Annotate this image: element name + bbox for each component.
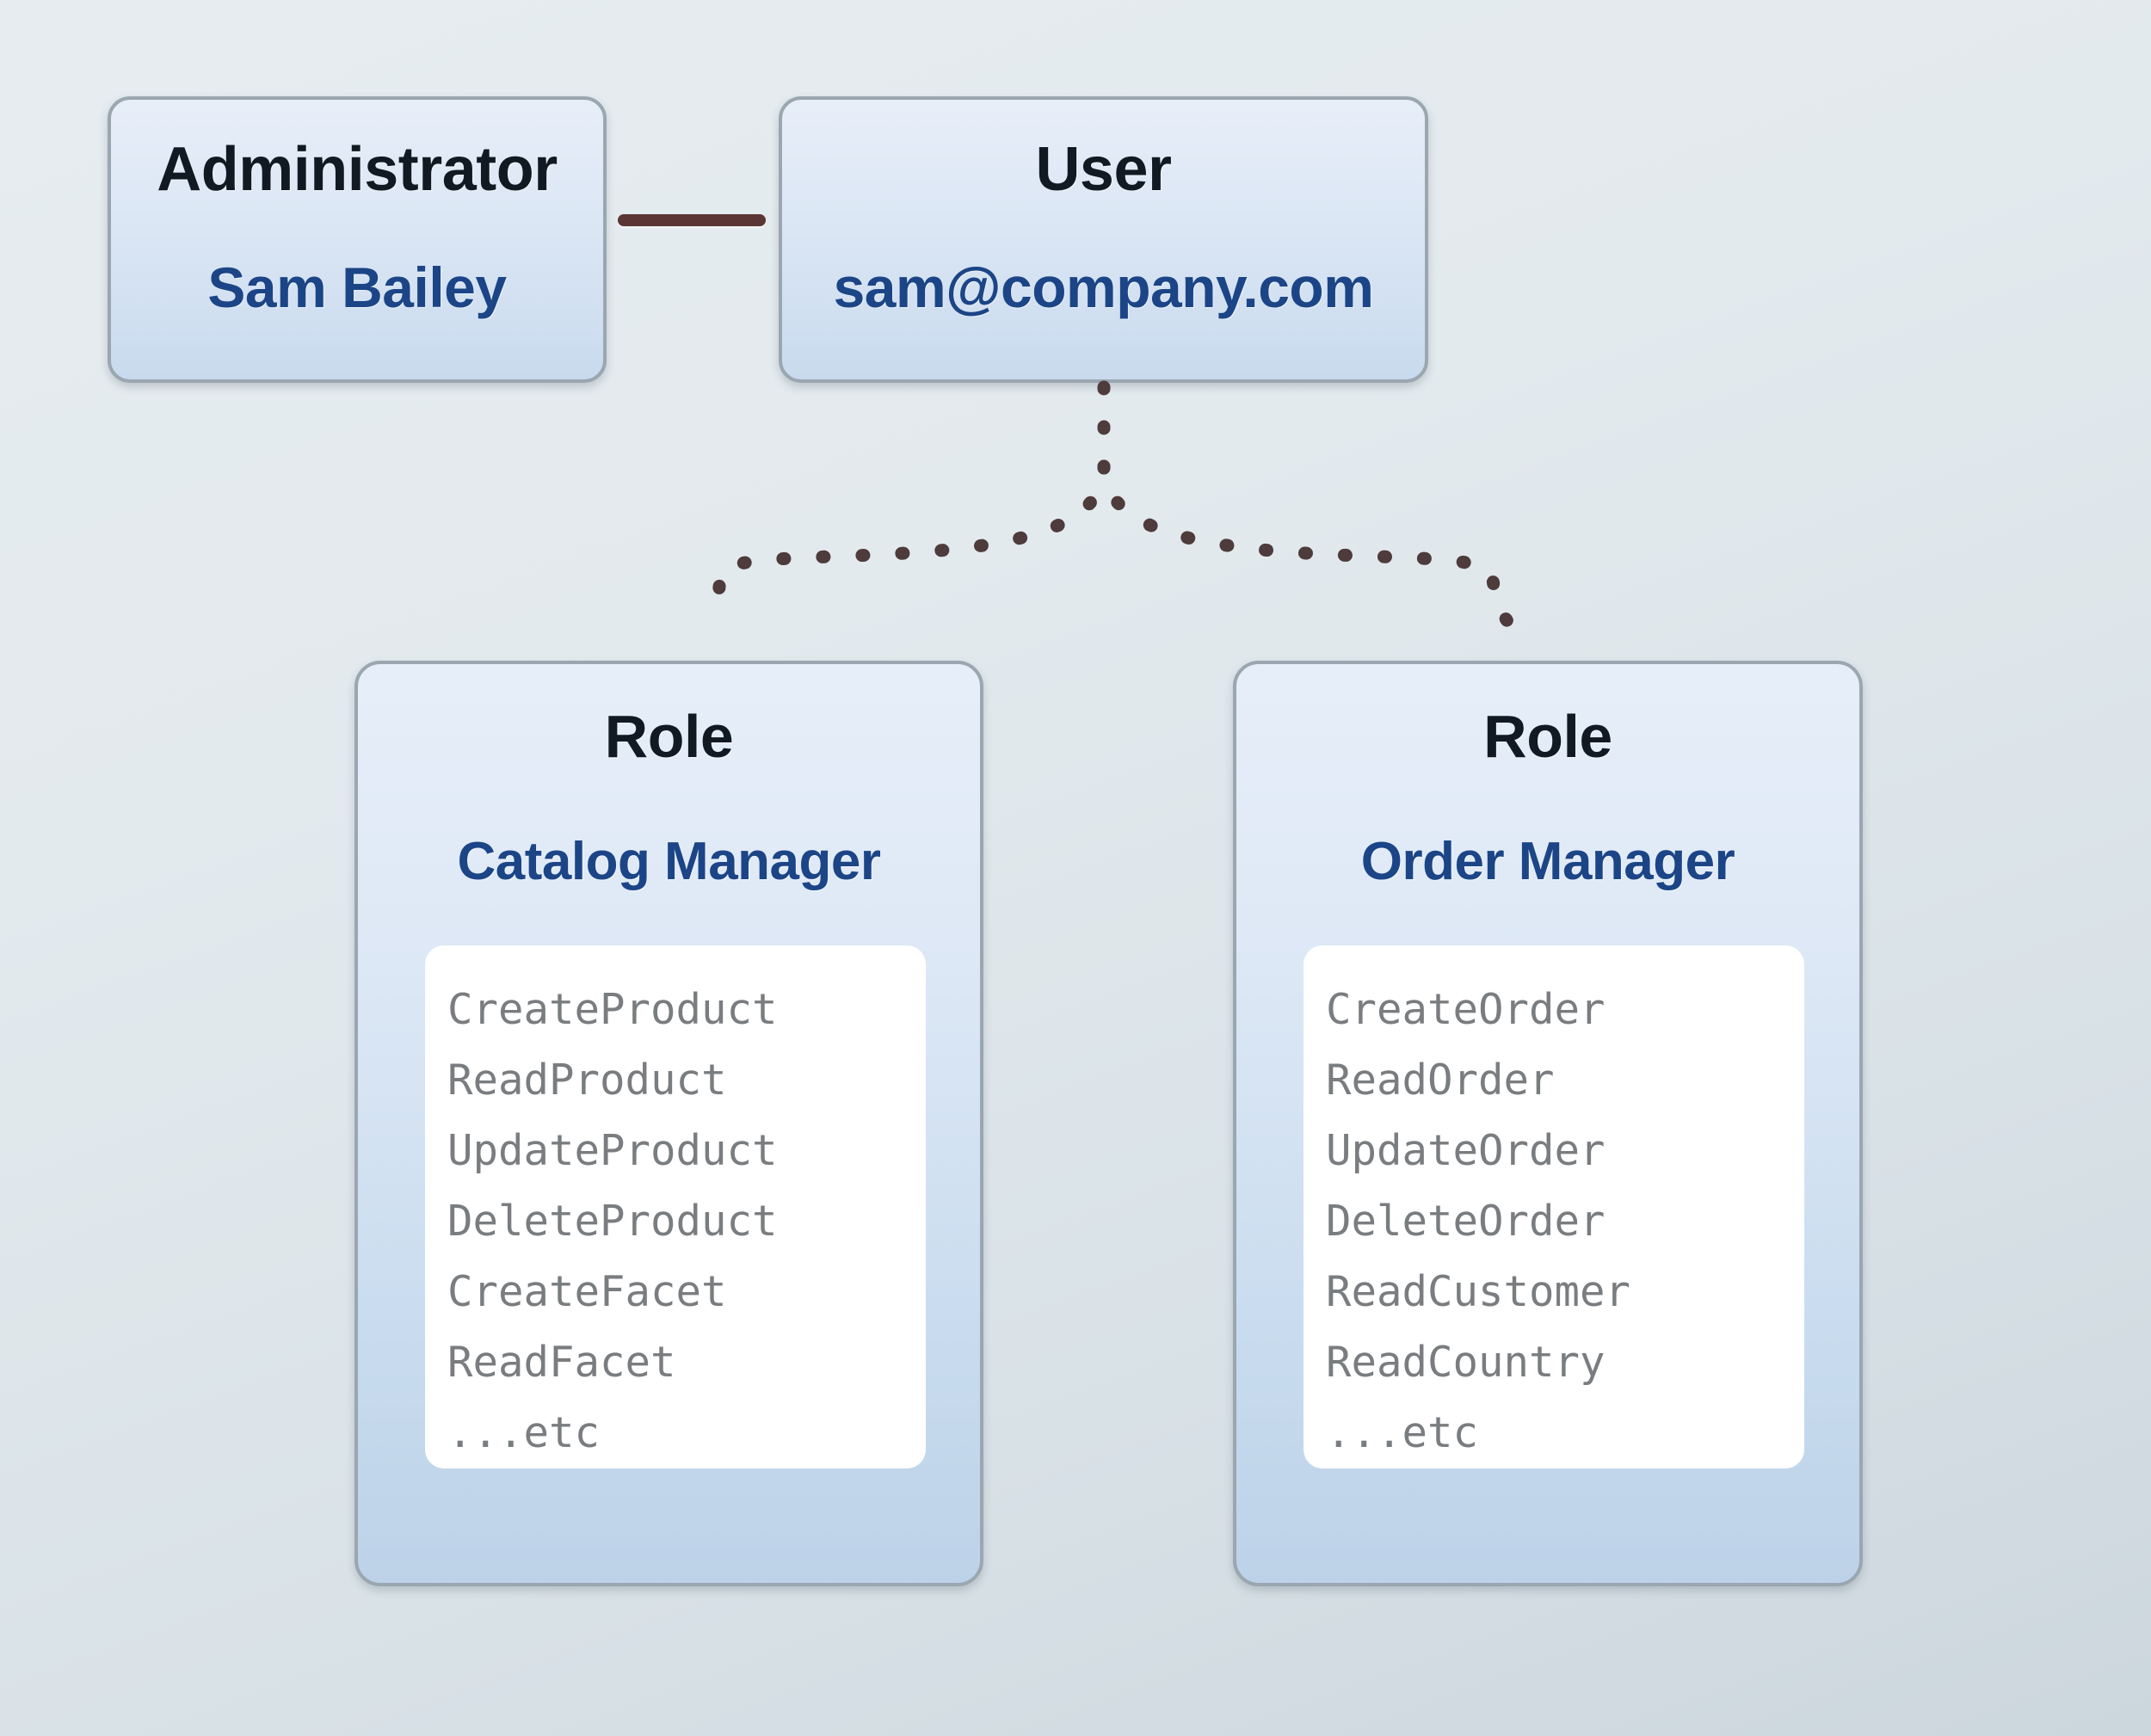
role-catalog-type-label: Role [604, 703, 734, 770]
role-order-type-label: Role [1483, 703, 1612, 770]
role-catalog-value-label: Catalog Manager [457, 832, 881, 891]
role-order-value-label: Order Manager [1360, 832, 1735, 891]
catalog-permission-item: ...etc [447, 1408, 601, 1457]
user-type-label: User [1035, 135, 1172, 204]
administrator-value-label: Sam Bailey [207, 255, 507, 319]
connector-branch-left [700, 459, 1111, 628]
user-roles-dotted-connector [700, 380, 1514, 628]
administrator-user-connector [618, 214, 766, 226]
administrator-type-label: Administrator [157, 135, 558, 204]
order-permission-item: ReadCountry [1326, 1338, 1606, 1387]
catalog-permission-item: CreateFacet [447, 1267, 727, 1316]
order-permission-item: ...etc [1326, 1408, 1479, 1457]
order-permission-item: UpdateOrder [1326, 1126, 1606, 1175]
order-permission-item: CreateOrder [1326, 985, 1606, 1034]
catalog-permission-item: ReadProduct [447, 1056, 727, 1105]
catalog-permission-item: DeleteProduct [447, 1197, 778, 1246]
catalog-permission-item: ReadFacet [447, 1338, 676, 1387]
order-permission-item: DeleteOrder [1326, 1197, 1606, 1246]
order-permission-item: ReadOrder [1326, 1056, 1555, 1105]
connector-branch-right [1097, 459, 1514, 628]
user-node[interactable]: User sam@company.com [779, 96, 1428, 383]
user-value-label: sam@company.com [833, 255, 1374, 319]
catalog-permission-item: UpdateProduct [447, 1126, 778, 1175]
order-permission-item: ReadCustomer [1326, 1267, 1631, 1316]
catalog-permission-item: CreateProduct [447, 985, 778, 1034]
administrator-node[interactable]: Administrator Sam Bailey [108, 96, 607, 383]
